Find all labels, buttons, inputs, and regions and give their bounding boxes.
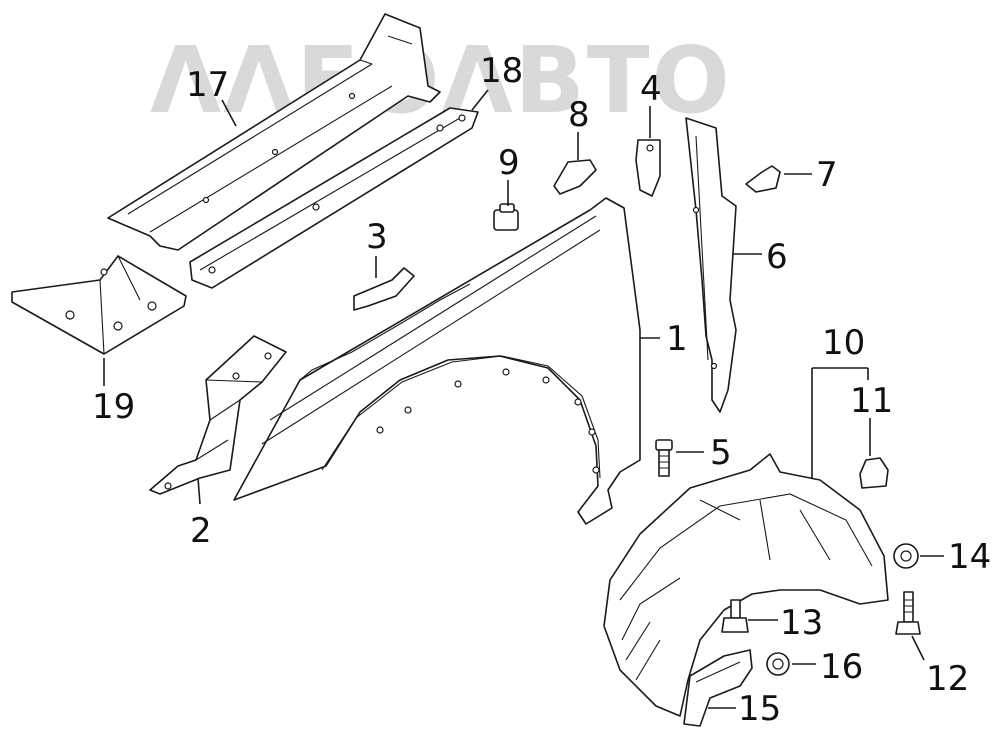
part-7-clip xyxy=(745,165,781,193)
part-11-clip-nut xyxy=(859,457,889,489)
part-2-fender-bracket xyxy=(149,335,287,495)
part-8-bracket-clip xyxy=(553,159,597,195)
callout-6: 6 xyxy=(766,237,788,277)
part-13-bolt-flange xyxy=(721,599,749,633)
callout-16: 16 xyxy=(820,647,863,687)
callout-3: 3 xyxy=(366,217,388,257)
part-9-rubber-buffer xyxy=(493,203,519,231)
callout-1: 1 xyxy=(666,319,688,359)
part-1-fender xyxy=(233,197,641,525)
part-18-reinforcement-strip xyxy=(189,107,479,289)
callout-9: 9 xyxy=(498,143,520,183)
callout-4: 4 xyxy=(640,69,662,109)
callout-5: 5 xyxy=(710,433,732,473)
callout-12: 12 xyxy=(926,659,969,699)
callout-14: 14 xyxy=(948,537,991,577)
part-4-bracket-vertical xyxy=(635,139,661,197)
callout-19: 19 xyxy=(92,387,135,427)
callout-7: 7 xyxy=(816,155,838,195)
part-10-wheel-arch-liner xyxy=(603,453,889,717)
part-19-lower-plate xyxy=(11,255,187,355)
callout-8: 8 xyxy=(568,95,590,135)
callout-2: 2 xyxy=(190,511,212,551)
callout-11: 11 xyxy=(850,381,893,421)
callout-17: 17 xyxy=(186,65,229,105)
callout-labels: 1 2 3 4 5 6 7 8 9 10 11 12 13 14 15 16 1… xyxy=(92,51,991,729)
part-17-upper-rail-panel xyxy=(107,13,441,251)
callout-18: 18 xyxy=(480,51,523,91)
part-5-bolt xyxy=(655,439,673,477)
part-16-nut-flange xyxy=(766,652,790,676)
callout-10: 10 xyxy=(822,323,865,363)
part-15-liner-bracket xyxy=(683,649,753,727)
part-6-seal-strip xyxy=(685,117,737,413)
part-3-bracket xyxy=(353,267,415,311)
part-14-nut xyxy=(893,543,919,569)
part-12-bolt-long xyxy=(895,591,921,635)
leader-lines xyxy=(103,89,944,709)
callout-13: 13 xyxy=(780,603,823,643)
callout-15: 15 xyxy=(738,689,781,729)
